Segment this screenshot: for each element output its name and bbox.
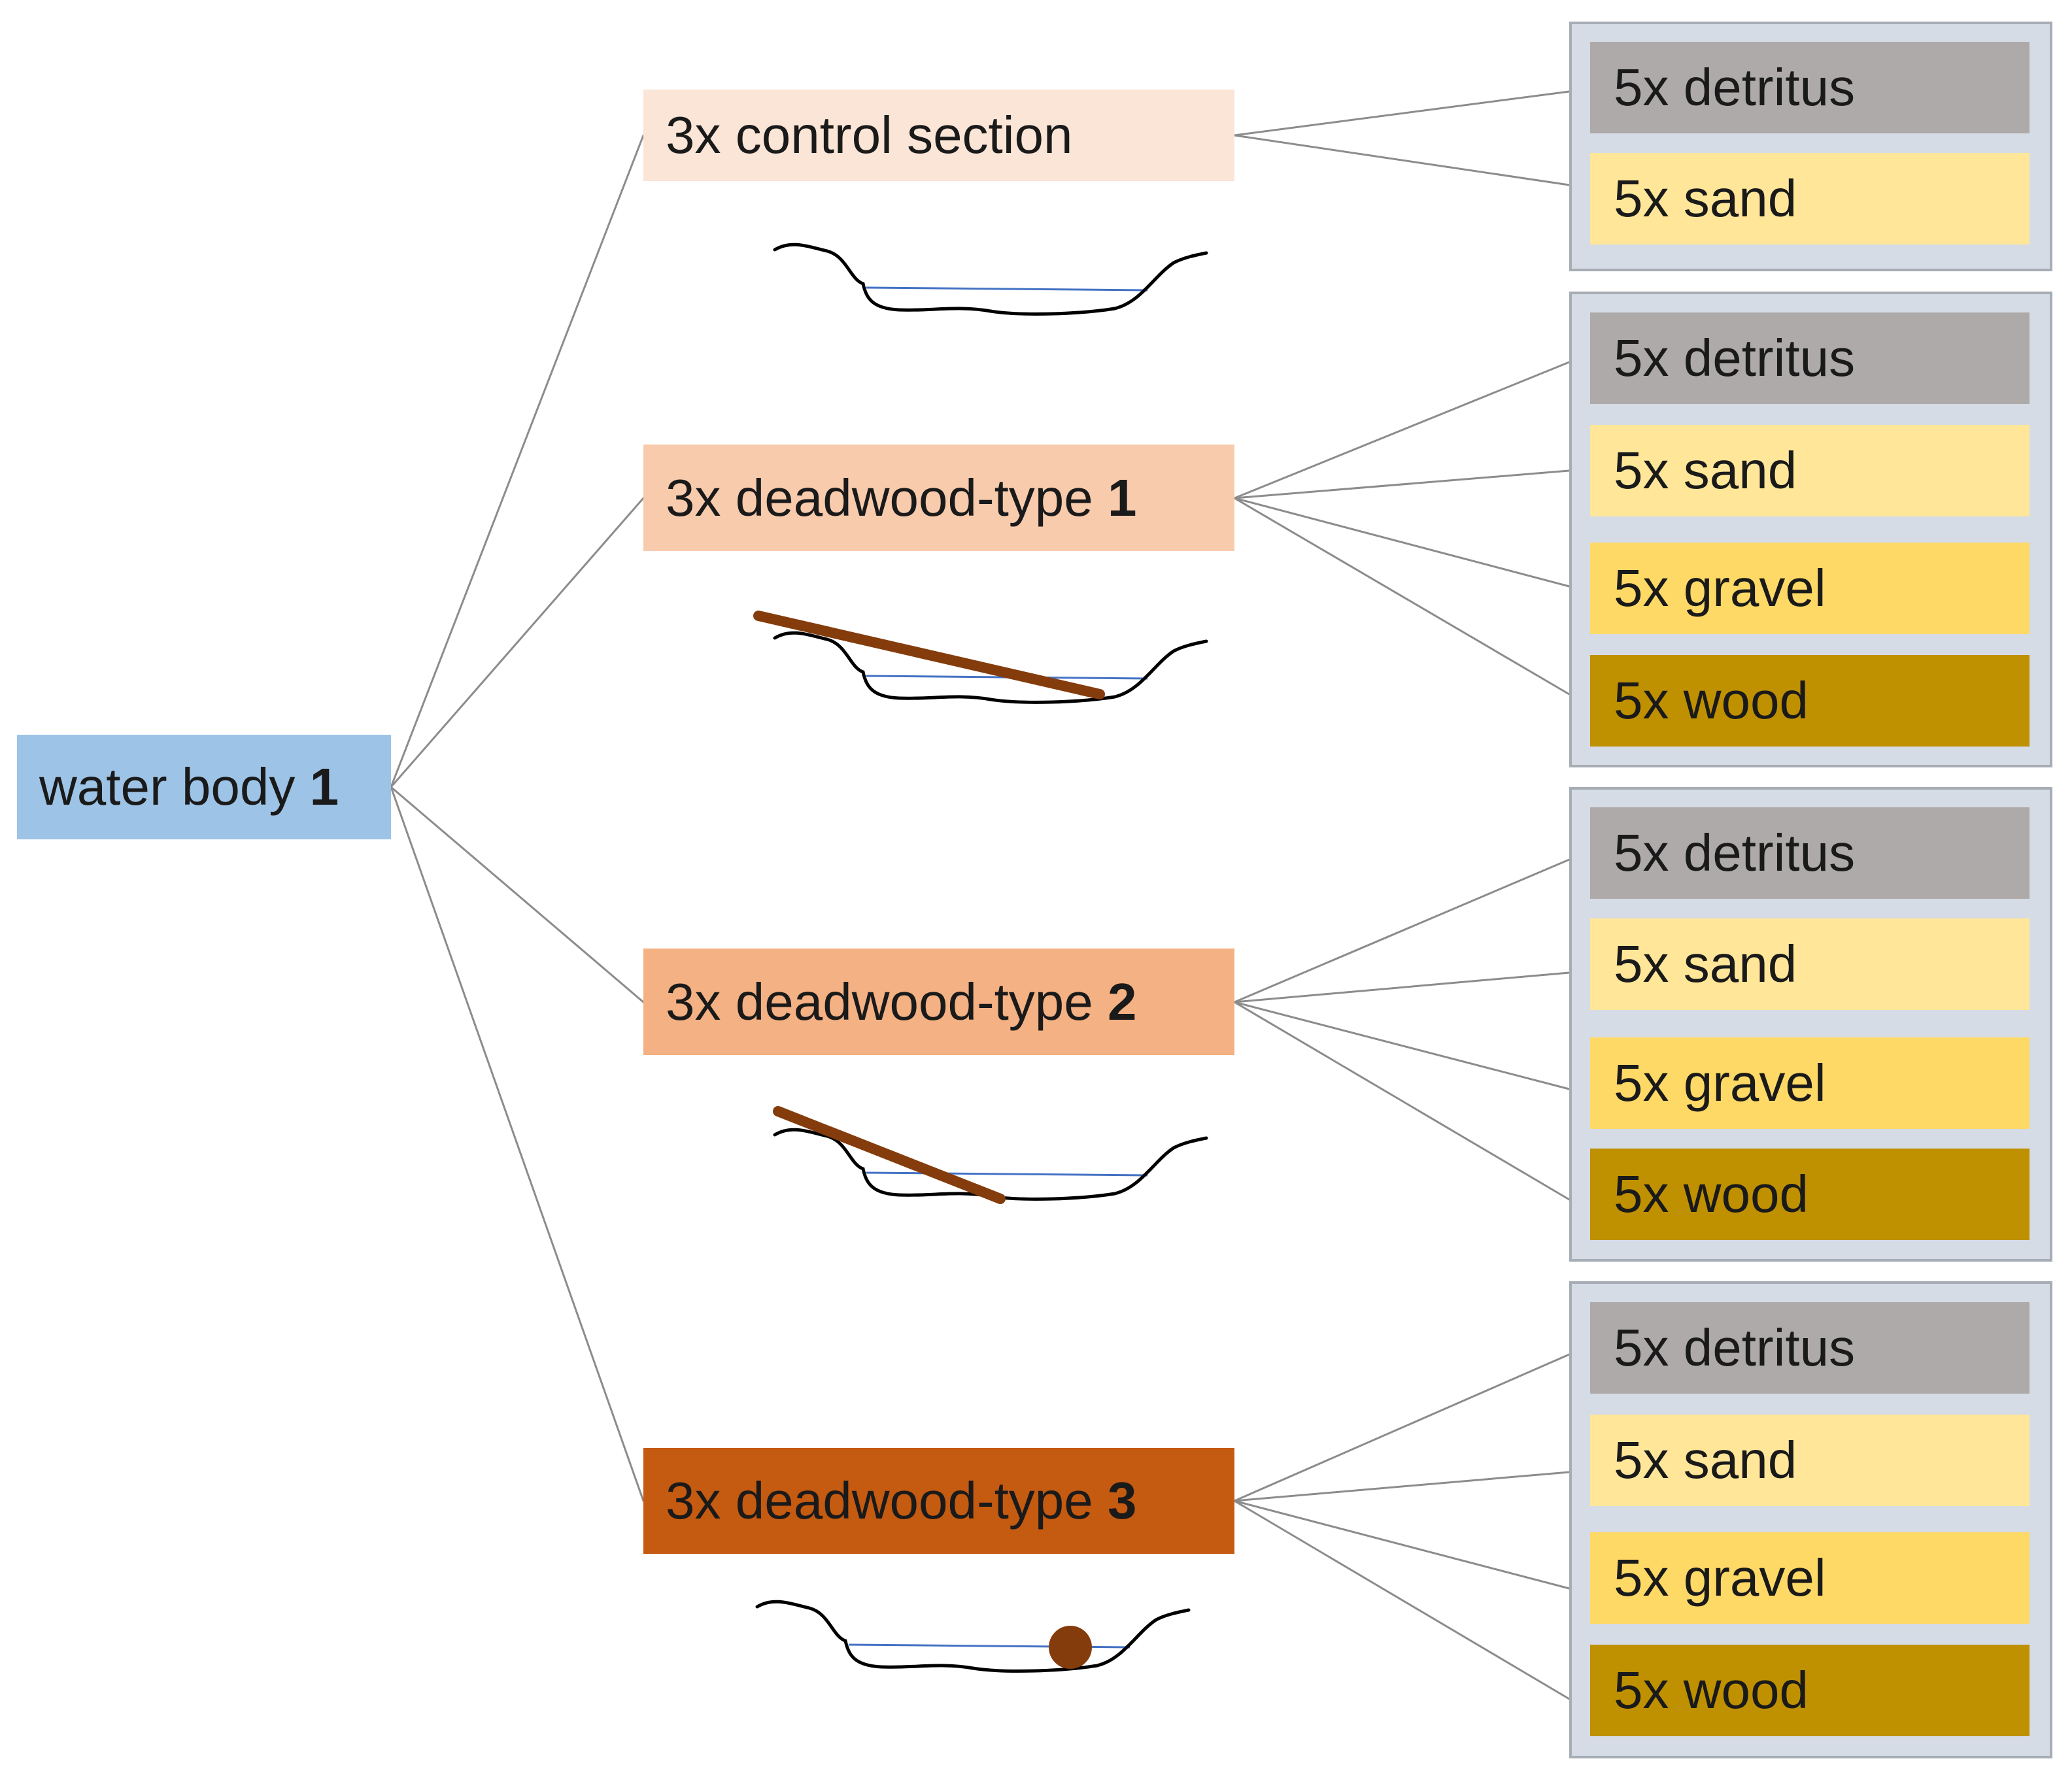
root-number: 1 [309, 758, 339, 816]
root-node-water-body: water body 1 [17, 735, 391, 839]
substrate-label: 5x gravel [1614, 559, 1826, 617]
substrate-group-control: 5x detritus 5x sand [1569, 22, 2052, 271]
substrate-label: 5x gravel [1614, 1054, 1826, 1112]
connector-line [390, 786, 645, 1502]
connector-line [1233, 1471, 1571, 1502]
substrate-group-type-3: 5x detritus 5x sand 5x gravel 5x wood [1569, 1281, 2052, 1758]
treatment-node-control: 3x control section [643, 90, 1234, 181]
treatment-number: 2 [1108, 972, 1137, 1031]
substrate-gravel: 5x gravel [1590, 1037, 2030, 1129]
substrate-label: 5x detritus [1614, 329, 1856, 387]
connector-line [390, 786, 645, 1003]
substrate-detritus: 5x detritus [1590, 42, 2030, 133]
connector-line [1233, 858, 1571, 1003]
substrate-gravel: 5x gravel [1590, 543, 2030, 634]
connector-line [1233, 497, 1571, 696]
water-surface-line [866, 1171, 1148, 1177]
connector-line [1233, 1353, 1571, 1502]
connector-line [1233, 1001, 1571, 1201]
connector-line [1233, 1500, 1571, 1700]
treatment-label: 3x deadwood-type [666, 1471, 1093, 1530]
treatment-label: 3x deadwood-type [666, 468, 1093, 527]
deadwood-log-type-2 [773, 1106, 1006, 1204]
treatment-label: 3x control section [666, 106, 1073, 164]
substrate-label: 5x sand [1614, 441, 1797, 499]
connector-line [1233, 469, 1571, 499]
root-label: water body [39, 758, 296, 816]
substrate-wood: 5x wood [1590, 655, 2030, 747]
substrate-group-type-1: 5x detritus 5x sand 5x gravel 5x wood [1569, 292, 2052, 767]
deadwood-log-type-3 [1049, 1626, 1092, 1669]
stream-bed-profile [773, 631, 1208, 704]
substrate-label: 5x wood [1614, 1661, 1809, 1719]
connector-line [1233, 971, 1571, 1003]
connector-line [1233, 361, 1571, 499]
substrate-sand: 5x sand [1590, 153, 2030, 244]
substrate-detritus: 5x detritus [1590, 1302, 2030, 1394]
connector-line [1233, 497, 1571, 588]
substrate-sand: 5x sand [1590, 1415, 2030, 1506]
connector-line [1233, 1500, 1571, 1590]
substrate-label: 5x sand [1614, 1431, 1797, 1489]
substrate-label: 5x wood [1614, 1165, 1809, 1223]
substrate-label: 5x sand [1614, 169, 1797, 227]
connector-line [1233, 134, 1571, 186]
treatment-node-type-1: 3x deadwood-type 1 [643, 445, 1234, 551]
substrate-label: 5x gravel [1614, 1549, 1826, 1607]
substrate-sand: 5x sand [1590, 425, 2030, 516]
deadwood-log-type-1 [753, 611, 1105, 699]
cross-section-type-2 [773, 1128, 1208, 1201]
substrate-wood: 5x wood [1590, 1645, 2030, 1736]
cross-section-type-3 [755, 1600, 1191, 1673]
substrate-gravel: 5x gravel [1590, 1532, 2030, 1624]
substrate-label: 5x detritus [1614, 824, 1856, 882]
substrate-sand: 5x sand [1590, 918, 2030, 1010]
substrate-label: 5x detritus [1614, 1318, 1856, 1377]
cross-section-control [773, 243, 1208, 316]
substrate-label: 5x wood [1614, 671, 1809, 730]
stream-bed-profile [773, 243, 1208, 316]
treatment-node-type-3: 3x deadwood-type 3 [643, 1448, 1234, 1554]
substrate-detritus: 5x detritus [1590, 807, 2030, 899]
connector-line [1233, 90, 1571, 137]
connector-line [1233, 1001, 1571, 1090]
connector-line [390, 497, 645, 788]
treatment-number: 3 [1108, 1471, 1137, 1530]
treatment-number: 1 [1108, 468, 1137, 527]
stream-bed-profile [755, 1600, 1191, 1673]
substrate-group-type-2: 5x detritus 5x sand 5x gravel 5x wood [1569, 787, 2052, 1262]
treatment-label: 3x deadwood-type [666, 972, 1093, 1031]
substrate-label: 5x sand [1614, 935, 1797, 993]
connector-line [390, 134, 645, 788]
substrate-wood: 5x wood [1590, 1149, 2030, 1240]
treatment-node-type-2: 3x deadwood-type 2 [643, 949, 1234, 1055]
stream-bed-profile [773, 1128, 1208, 1201]
substrate-detritus: 5x detritus [1590, 312, 2030, 404]
substrate-label: 5x detritus [1614, 58, 1856, 116]
water-surface-line [866, 286, 1148, 292]
